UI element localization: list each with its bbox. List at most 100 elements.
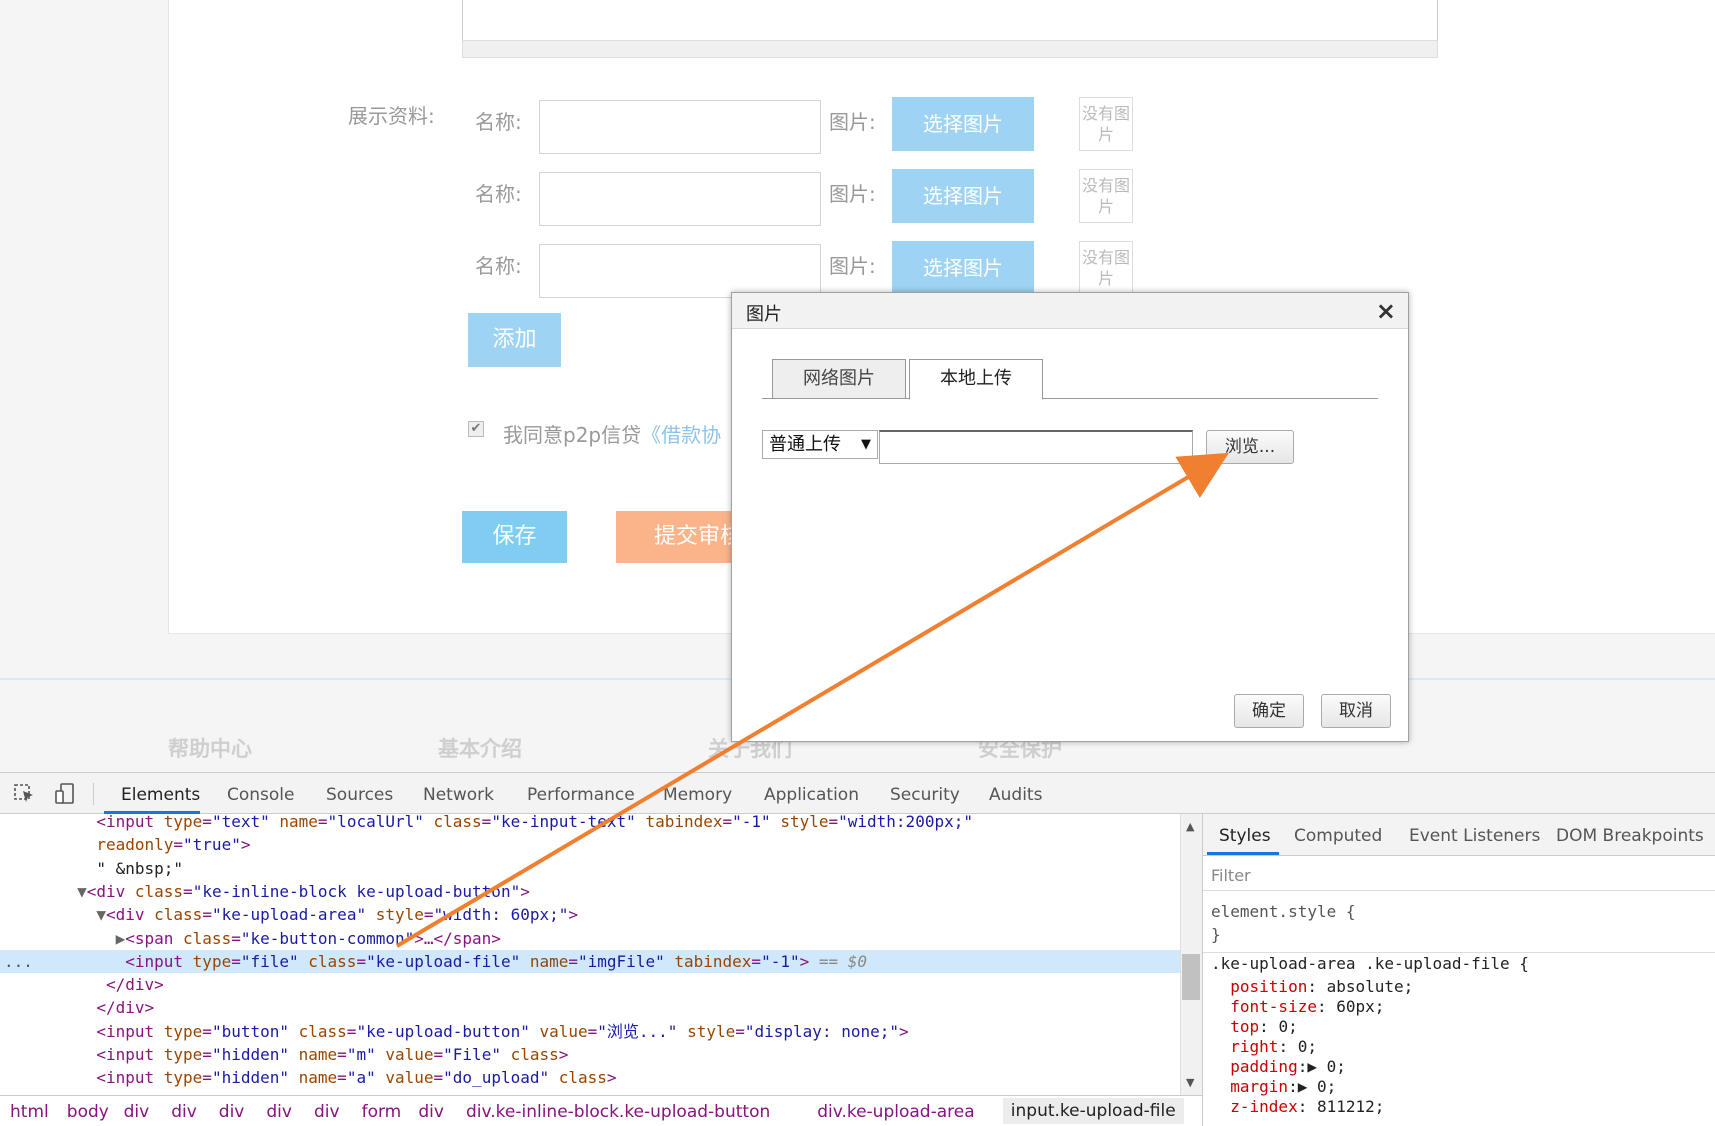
footer-link-intro[interactable]: 基本介绍	[438, 737, 522, 761]
dom-node-line[interactable]: <input type="text" name="localUrl" class…	[0, 814, 1180, 833]
code-token: <input	[96, 1045, 164, 1064]
css-rule-line[interactable]: font-size: 60px;	[1211, 997, 1384, 1016]
css-rule-line[interactable]: element.style {	[1211, 902, 1356, 921]
close-icon[interactable]: ×	[1375, 297, 1396, 325]
name-input[interactable]	[539, 172, 821, 226]
choose-image-button[interactable]: 选择图片	[892, 241, 1034, 295]
more-actions-icon[interactable]: ...	[4, 951, 33, 971]
code-token: "File"	[443, 1045, 501, 1064]
dom-node-line[interactable]: <input type="hidden" name="a" value="do_…	[0, 1066, 1180, 1089]
dom-node-line[interactable]: readonly="true">	[0, 833, 1180, 856]
css-rule-line[interactable]: }	[1211, 925, 1221, 944]
css-token	[1211, 1037, 1230, 1056]
code-token: =	[183, 881, 193, 901]
scroll-thumb[interactable]	[1182, 954, 1200, 1000]
css-rule-line[interactable]: .ke-upload-area .ke-upload-file {	[1211, 954, 1529, 973]
tab-elements[interactable]: Elements	[121, 785, 201, 805]
styles-filter-input[interactable]: Filter	[1203, 857, 1715, 891]
dom-node-line[interactable]: </div>	[0, 996, 1180, 1019]
footer-link-help[interactable]: 帮助中心	[168, 737, 252, 761]
breadcrumb-item[interactable]: form	[361, 1102, 402, 1122]
breadcrumb-item[interactable]: html	[10, 1102, 49, 1122]
css-rule-line[interactable]: margin:▶ 0;	[1211, 1077, 1336, 1096]
css-token: margin	[1230, 1077, 1289, 1096]
file-path-input[interactable]	[879, 430, 1193, 464]
tab-dom-breakpoints[interactable]: DOM Breakpoints	[1556, 826, 1704, 846]
tab-computed[interactable]: Computed	[1294, 826, 1383, 846]
tab-performance[interactable]: Performance	[527, 785, 635, 805]
save-button[interactable]: 保存	[462, 511, 567, 563]
css-token	[1211, 1057, 1230, 1076]
dialog-header[interactable]: 图片 ×	[732, 293, 1408, 329]
dom-node-line[interactable]: <input type="hidden" name="m" value="Fil…	[0, 1043, 1180, 1066]
css-rule-line[interactable]: right: 0;	[1211, 1037, 1317, 1056]
breadcrumb-item[interactable]: body	[66, 1102, 109, 1122]
css-token: : 0;	[1278, 1037, 1317, 1056]
breadcrumb-item[interactable]: div	[218, 1102, 245, 1122]
code-token: style	[366, 905, 424, 925]
tab-local-upload[interactable]: 本地上传	[909, 359, 1043, 400]
breadcrumb-item[interactable]: input.ke-upload-file	[1002, 1098, 1184, 1124]
code-token: name	[289, 1045, 338, 1064]
dom-node-line[interactable]: " &nbsp;"	[0, 857, 1180, 880]
dom-node-line[interactable]: <input type="button" class="ke-upload-bu…	[0, 1020, 1180, 1043]
breadcrumb-item[interactable]: div.ke-upload-area	[817, 1102, 975, 1122]
name-input[interactable]	[539, 244, 821, 298]
add-button[interactable]: 添加	[468, 313, 561, 367]
tab-event-listeners[interactable]: Event Listeners	[1409, 826, 1541, 846]
tab-web-image[interactable]: 网络图片	[772, 359, 906, 399]
breadcrumb-item[interactable]: div.ke-inline-block.ke-upload-button	[466, 1102, 771, 1122]
inspect-element-icon[interactable]	[14, 784, 36, 804]
tab-application[interactable]: Application	[764, 785, 859, 805]
tab-network[interactable]: Network	[423, 785, 494, 805]
code-token: " &nbsp;"	[96, 858, 184, 878]
code-token: "display: none;"	[744, 1021, 899, 1041]
code-token: "-1"	[732, 814, 771, 831]
breadcrumb-item[interactable]: div	[171, 1102, 197, 1122]
tab-memory[interactable]: Memory	[663, 785, 733, 805]
css-rule-line[interactable]: position: absolute;	[1211, 977, 1413, 996]
tab-console[interactable]: Console	[227, 785, 295, 805]
dom-node-line[interactable]: ▼<div class="ke-upload-area" style="widt…	[0, 903, 1180, 926]
code-token: tabindex	[635, 814, 723, 831]
code-token: <div	[105, 905, 155, 925]
dom-node-line[interactable]: </div>	[0, 973, 1180, 996]
scroll-down-icon[interactable]: ▼	[1186, 1076, 1195, 1089]
breadcrumb-item[interactable]: div	[266, 1102, 292, 1122]
css-rule-line[interactable]: top: 0;	[1211, 1017, 1297, 1036]
dom-node-line[interactable]: </div>	[0, 1090, 1180, 1095]
breadcrumb-item[interactable]: div	[418, 1102, 444, 1122]
dom-node-line[interactable]: ▶<span class="ke-button-common">…</span>	[0, 927, 1180, 950]
browse-button[interactable]: 浏览...	[1206, 430, 1294, 464]
editor-resize-bar[interactable]	[462, 40, 1438, 58]
tab-security[interactable]: Security	[890, 785, 960, 805]
css-token: : absolute;	[1307, 977, 1414, 996]
dom-node-line[interactable]: ... <input type="file" class="ke-upload-…	[0, 949, 1180, 973]
agreement-link[interactable]: 《借款协	[641, 423, 722, 447]
tree-indent: ▼	[0, 905, 106, 925]
tab-sources[interactable]: Sources	[326, 785, 394, 805]
choose-image-button[interactable]: 选择图片	[892, 97, 1034, 151]
name-input[interactable]	[539, 100, 821, 154]
code-token: value	[375, 1045, 434, 1064]
tree-indent	[0, 835, 96, 854]
css-rule-line[interactable]: padding:▶ 0;	[1211, 1057, 1346, 1076]
breadcrumb-item[interactable]: div	[123, 1102, 150, 1122]
device-toolbar-icon[interactable]	[54, 783, 76, 805]
ok-button[interactable]: 确定	[1234, 694, 1304, 728]
code-token: "width: 60px;"	[433, 905, 569, 925]
agree-checkbox[interactable]: ✔	[468, 421, 484, 437]
tab-audits[interactable]: Audits	[989, 785, 1043, 805]
css-rule-line[interactable]: z-index: 811212;	[1211, 1097, 1384, 1116]
breadcrumb-item[interactable]: div	[314, 1102, 340, 1122]
elements-scrollbar[interactable]: ▲ ▼	[1180, 814, 1202, 1095]
upload-mode-select[interactable]: 普通上传 ▼	[762, 430, 878, 459]
code-token: "width:200px;"	[838, 814, 973, 831]
code-token: class	[549, 1068, 607, 1088]
code-token: </div>	[96, 998, 155, 1018]
choose-image-button[interactable]: 选择图片	[892, 169, 1034, 223]
dom-node-line[interactable]: ▼<div class="ke-inline-block ke-upload-b…	[0, 880, 1180, 903]
cancel-button[interactable]: 取消	[1321, 694, 1391, 728]
scroll-up-icon[interactable]: ▲	[1186, 820, 1195, 833]
tab-styles[interactable]: Styles	[1219, 826, 1271, 846]
